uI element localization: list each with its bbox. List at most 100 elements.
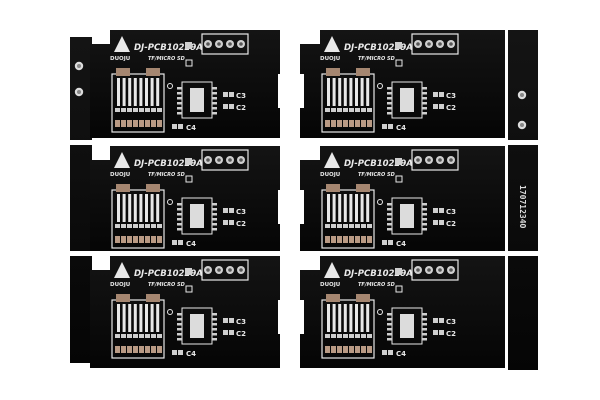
sd-contact bbox=[361, 108, 366, 112]
ic-pin bbox=[212, 92, 217, 95]
description-label: TF/MICRO SD bbox=[358, 56, 395, 62]
sd-pin bbox=[343, 78, 347, 106]
v-cut-gap bbox=[278, 190, 304, 224]
cap-label: C2 bbox=[236, 330, 246, 338]
sd-pin bbox=[133, 304, 137, 332]
ic-pin bbox=[212, 313, 217, 316]
ic-pin bbox=[422, 318, 427, 321]
connector-hole bbox=[228, 268, 232, 272]
sd-pin bbox=[117, 194, 120, 222]
part-number-label: DJ-PCB10229A bbox=[134, 269, 203, 279]
tooling-hole-center bbox=[520, 93, 524, 97]
connector-hole bbox=[239, 42, 243, 46]
sd-pin bbox=[327, 78, 330, 106]
ic-pin bbox=[422, 208, 427, 211]
sd-pin bbox=[128, 78, 132, 106]
sd-contact-lower bbox=[355, 236, 360, 243]
sd-contact bbox=[355, 334, 360, 338]
sd-contact bbox=[325, 108, 330, 112]
ic-pin bbox=[212, 112, 217, 115]
cap-pad bbox=[439, 104, 444, 109]
test-pad bbox=[185, 268, 192, 275]
test-pad bbox=[395, 158, 402, 165]
ic-pin bbox=[387, 203, 392, 206]
sd-pin bbox=[327, 194, 330, 222]
ic-pin bbox=[387, 323, 392, 326]
ic-pin bbox=[387, 313, 392, 316]
via-marker bbox=[167, 199, 173, 205]
connector-outline bbox=[411, 259, 459, 281]
test-pad bbox=[395, 268, 402, 275]
connector-hole bbox=[206, 268, 210, 272]
connector-hole bbox=[206, 158, 210, 162]
sd-contact-lower bbox=[139, 120, 144, 127]
sd-contact bbox=[139, 224, 144, 228]
cap-pad bbox=[172, 350, 177, 355]
sd-contact-lower bbox=[151, 120, 156, 127]
cap-pad bbox=[433, 220, 438, 225]
sd-pin bbox=[156, 194, 160, 222]
via-marker bbox=[167, 309, 173, 315]
ic-pin bbox=[212, 323, 217, 326]
cap-pad bbox=[172, 240, 177, 245]
cap-pad bbox=[433, 104, 438, 109]
connector-hole bbox=[416, 42, 420, 46]
cap-pad bbox=[229, 330, 234, 335]
ic-pin bbox=[212, 97, 217, 100]
sd-slot-outline bbox=[111, 73, 165, 133]
sd-slot-pad bbox=[146, 184, 160, 192]
row-separator bbox=[70, 251, 540, 256]
ic-pin bbox=[177, 338, 182, 341]
connector-hole bbox=[239, 158, 243, 162]
connector-hole bbox=[438, 42, 442, 46]
ic-pin bbox=[422, 223, 427, 226]
logo-icon bbox=[114, 36, 130, 52]
ic-body bbox=[190, 314, 204, 338]
brand-label: DUOJU bbox=[320, 56, 340, 62]
ic-pin bbox=[212, 223, 217, 226]
sd-pin bbox=[122, 194, 126, 222]
ic-pin bbox=[387, 208, 392, 211]
sd-contact-lower bbox=[151, 236, 156, 243]
sd-slot-outline bbox=[321, 189, 375, 249]
connector-hole bbox=[416, 268, 420, 272]
ic-pin bbox=[177, 228, 182, 231]
cap-label: C3 bbox=[446, 208, 456, 216]
sd-pin bbox=[122, 304, 126, 332]
sd-contact-lower bbox=[139, 346, 144, 353]
sd-contact bbox=[145, 224, 150, 228]
connector-hole bbox=[427, 268, 431, 272]
sd-contact bbox=[325, 224, 330, 228]
sd-contact bbox=[139, 108, 144, 112]
cap-pad bbox=[172, 124, 177, 129]
test-pad-outline bbox=[395, 175, 403, 183]
ic-pin bbox=[422, 213, 427, 216]
ic-pin bbox=[387, 328, 392, 331]
ic-pin bbox=[212, 87, 217, 90]
sd-contact-lower bbox=[127, 120, 132, 127]
cap-pad bbox=[223, 318, 228, 323]
test-pad-outline bbox=[395, 285, 403, 293]
ic-pin bbox=[422, 92, 427, 95]
connector-hole bbox=[449, 158, 453, 162]
ic-pin bbox=[387, 338, 392, 341]
sd-pin bbox=[145, 304, 148, 332]
connector-hole bbox=[427, 158, 431, 162]
sd-pin bbox=[338, 194, 342, 222]
sd-pin bbox=[327, 304, 330, 332]
sd-pin bbox=[349, 78, 353, 106]
test-pad-outline bbox=[185, 59, 193, 67]
brand-label: DUOJU bbox=[110, 282, 130, 288]
sd-slot-pad bbox=[356, 184, 370, 192]
tooling-hole-center bbox=[520, 123, 524, 127]
sd-contact bbox=[145, 108, 150, 112]
ic-pin bbox=[212, 102, 217, 105]
sd-contact bbox=[361, 334, 366, 338]
sd-pin bbox=[122, 78, 126, 106]
part-number-label: DJ-PCB10229A bbox=[344, 269, 413, 279]
connector-hole bbox=[427, 42, 431, 46]
sd-slot-outline bbox=[321, 73, 375, 133]
description-label: TF/MICRO SD bbox=[148, 172, 185, 178]
sd-pin bbox=[128, 194, 132, 222]
